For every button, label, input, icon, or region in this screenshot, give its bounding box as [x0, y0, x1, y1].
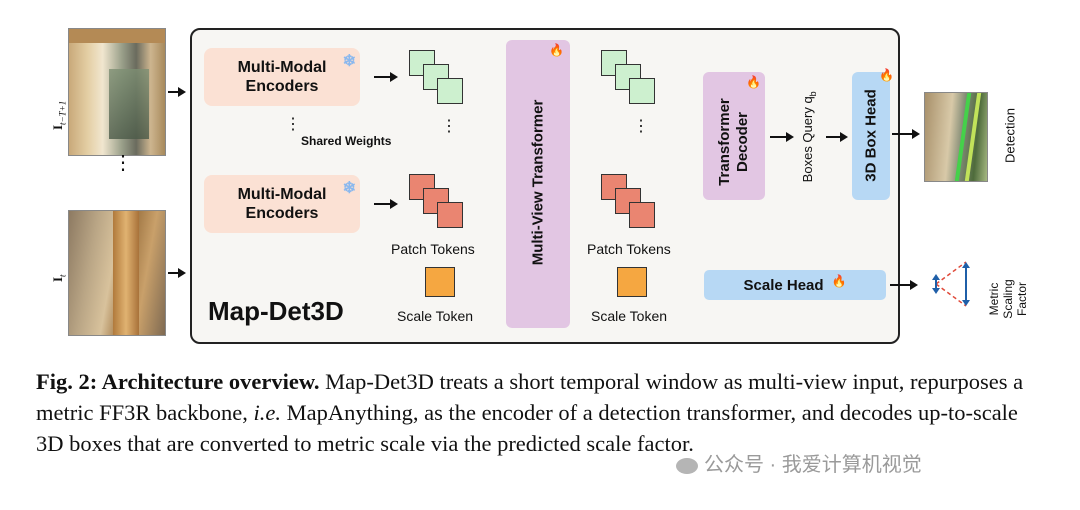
wechat-icon: [676, 457, 698, 474]
scale-token-label: Scale Token: [397, 308, 474, 324]
fire-icon: 🔥: [879, 68, 894, 82]
patch-tokens-label: Patch Tokens: [391, 241, 475, 257]
input-frames-ellipsis: ⋮: [113, 152, 133, 174]
shared-weights-label: Shared Weights: [301, 134, 392, 148]
caption-ie: i.e.: [253, 400, 281, 425]
arrow-scale-head: [890, 280, 918, 290]
scale-head: Scale Head 🔥: [704, 270, 886, 300]
patch-token-green: [601, 50, 627, 76]
fire-icon: 🔥: [549, 43, 564, 57]
caption-text-2: MapAnything, as the encoder of a detecti…: [36, 400, 1018, 456]
box-head-label: 3D Box Head: [862, 89, 880, 182]
input-frame-top: [68, 28, 166, 156]
input-label-bottom: It: [50, 274, 68, 282]
scaling-factor-icon: [932, 261, 970, 307]
encoder-bottom-label: Multi-Modal Encoders: [237, 186, 327, 222]
arrow-enc-top: [374, 72, 398, 82]
arrow-input-bottom: [168, 268, 186, 278]
arrow-query: [826, 132, 848, 142]
fire-icon: 🔥: [746, 75, 761, 89]
encoder-bottom: Multi-Modal Encoders ❄: [204, 175, 360, 233]
scale-token: [425, 267, 455, 297]
caption-bold: Fig. 2: Architecture overview.: [36, 369, 320, 394]
arrow-enc-bottom: [374, 199, 398, 209]
patch-token-green: [409, 50, 435, 76]
input-label-top: It−T+1: [50, 100, 68, 130]
detection-label: Detection: [1002, 108, 1018, 163]
encoder-ellipsis: ⋮: [285, 117, 301, 133]
scale-head-label: Scale Head: [743, 276, 824, 294]
patch-tokens-label: Patch Tokens: [587, 241, 671, 257]
arrow-box-head: [892, 129, 920, 139]
scale-token-label: Scale Token: [591, 308, 668, 324]
model-title: Map-Det3D: [208, 296, 344, 326]
transformer-decoder: 🔥: [703, 72, 765, 200]
snowflake-icon: ❄: [342, 53, 356, 70]
patch-token-red: [437, 202, 463, 228]
watermark: 公众号 · 我爱计算机视觉: [676, 448, 922, 477]
token-ellipsis: ⋮: [633, 119, 649, 135]
watermark-text: 公众号 · 我爱计算机视觉: [704, 454, 922, 476]
scale-token: [617, 267, 647, 297]
box-head: 🔥: [852, 68, 894, 200]
arrow-input-top: [168, 87, 186, 97]
multi-view-transformer-label: Multi-View Transformer: [529, 99, 547, 266]
figure-caption: Fig. 2: Architecture overview. Map-Det3D…: [36, 366, 1046, 459]
encoder-top: Multi-Modal Encoders ❄: [204, 48, 360, 106]
snowflake-icon: ❄: [342, 180, 356, 197]
multi-view-transformer: 🔥: [506, 40, 570, 328]
detection-output-image: [924, 92, 988, 182]
caption-text-1: Map-Det3D treats a short temporal window…: [36, 369, 1024, 425]
transformer-decoder-label: Transformer Decoder: [716, 98, 751, 186]
patch-token-green: [629, 78, 655, 104]
encoder-top-label: Multi-Modal Encoders: [237, 59, 327, 95]
boxes-query-label: Boxes Query qb: [800, 91, 818, 183]
fire-icon: 🔥: [831, 274, 847, 288]
arrow-decoder: [770, 132, 794, 142]
metric-scaling-factor-label: Metric Scaling Factor: [987, 279, 1029, 319]
patch-token-green: [437, 78, 463, 104]
input-frame-bottom: [68, 210, 166, 336]
token-ellipsis: ⋮: [441, 119, 457, 135]
patch-token-red: [629, 202, 655, 228]
